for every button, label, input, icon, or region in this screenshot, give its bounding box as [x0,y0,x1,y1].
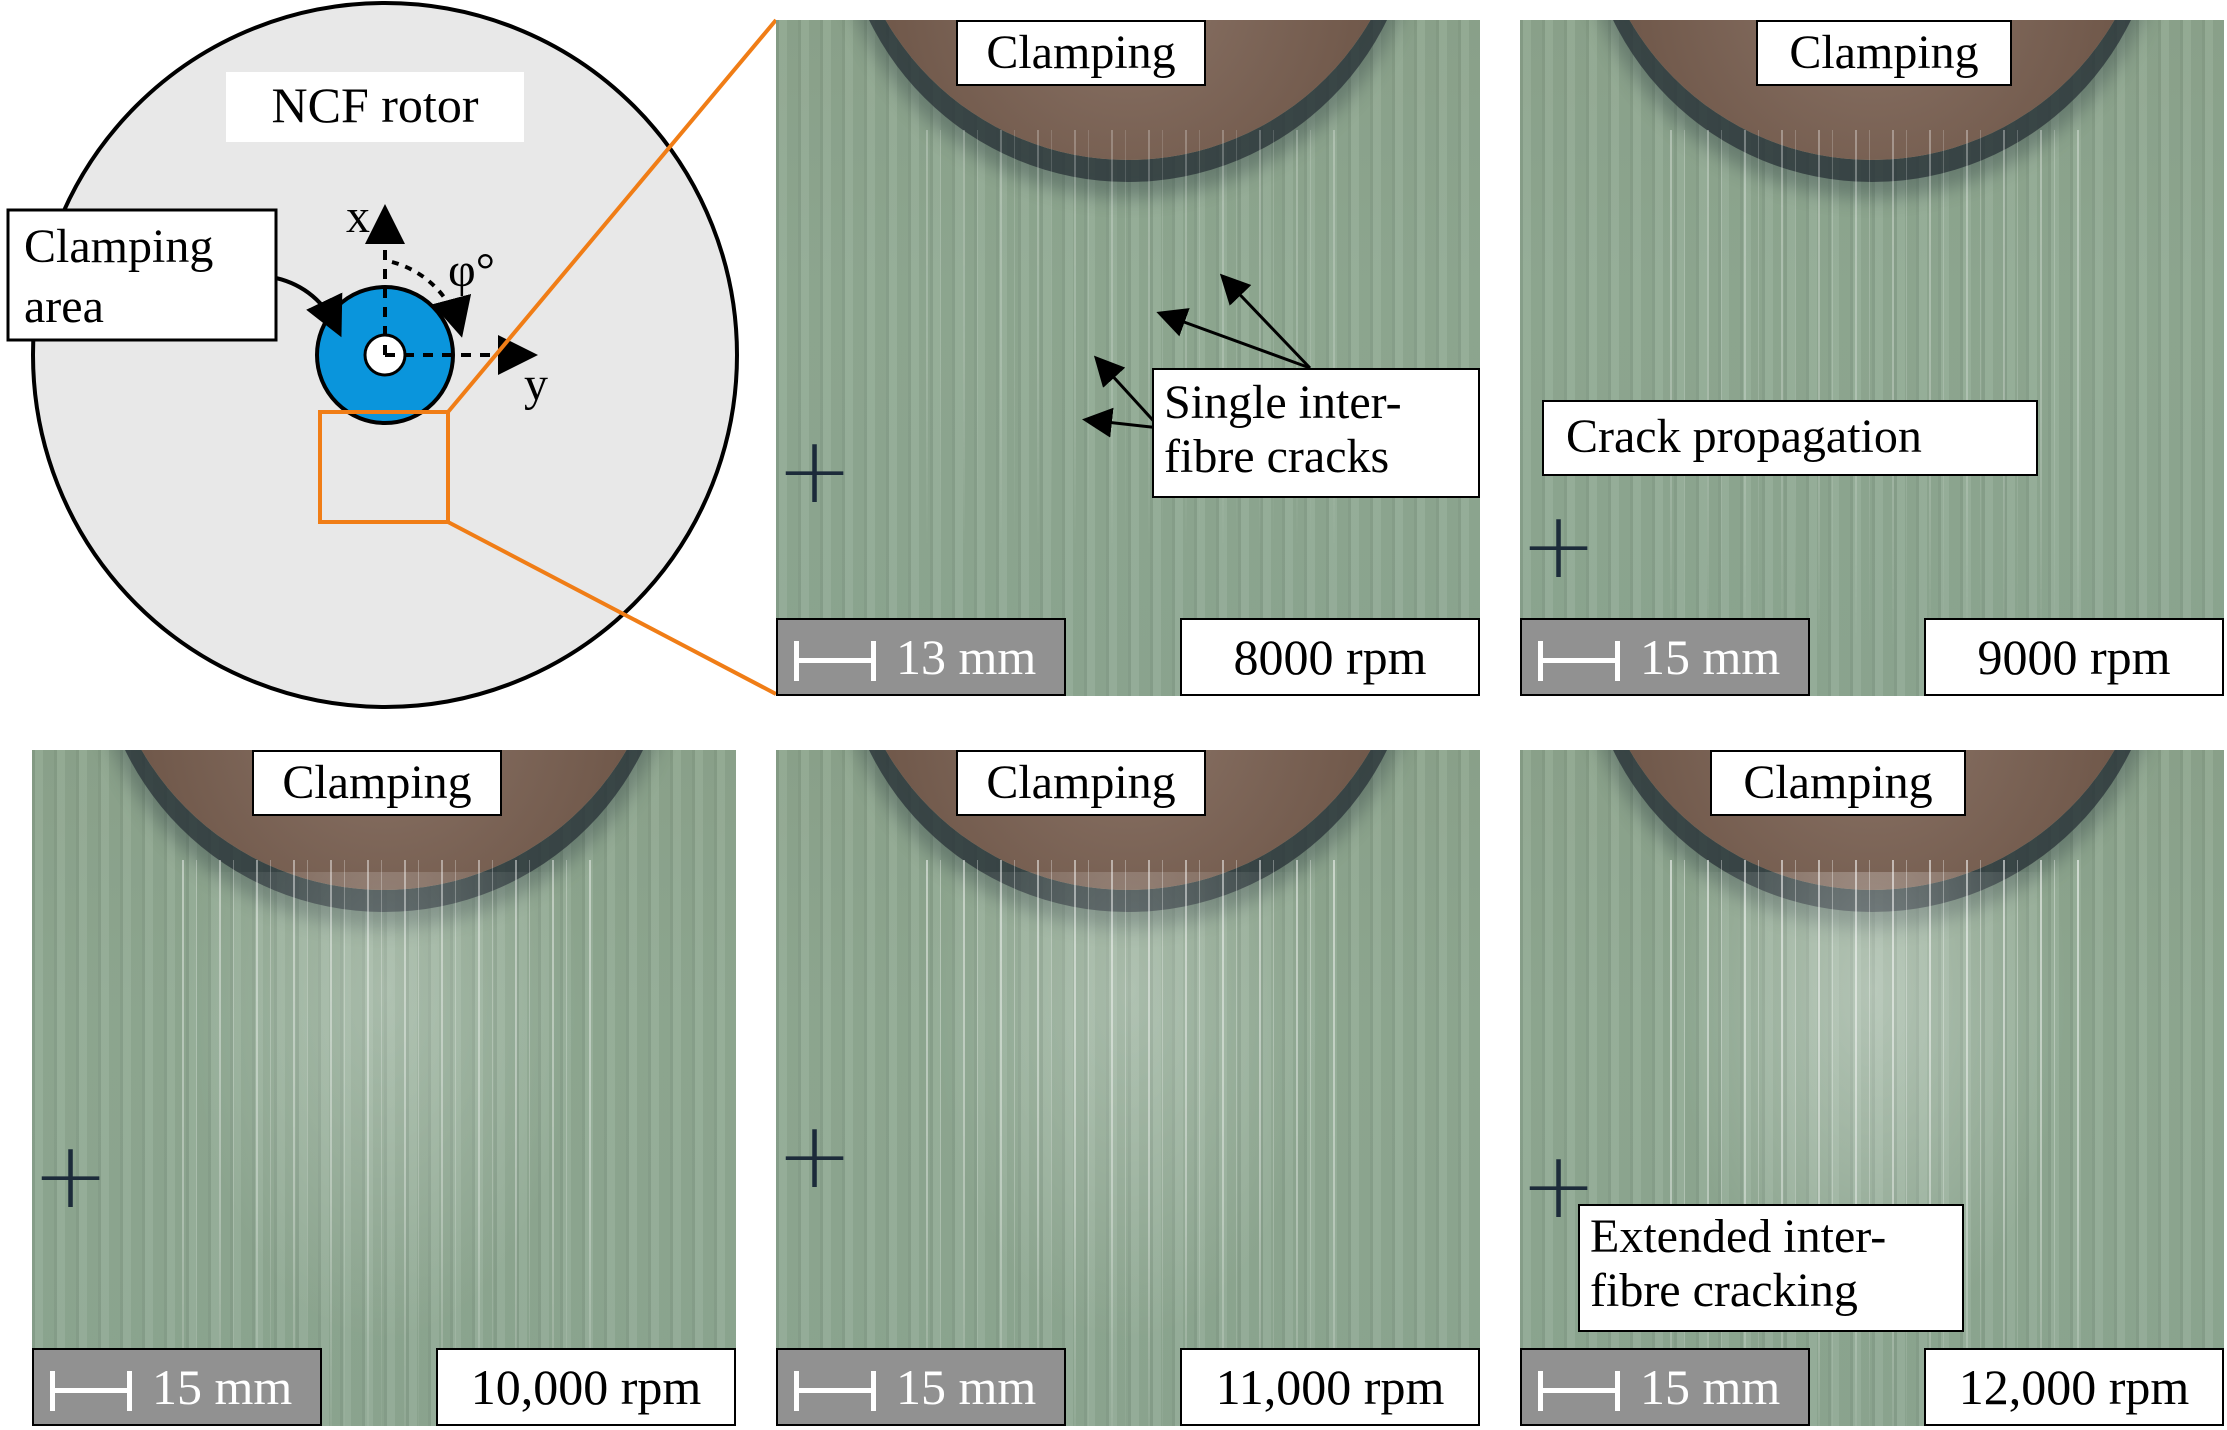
clamping-area-label: Clamping area [24,220,225,333]
clamping-label: Clamping [1710,750,1966,816]
speed-label: 10,000 rpm [436,1348,736,1426]
scale-bar-icon [794,1371,876,1411]
crack-lines [1660,130,2084,650]
speed-label: 12,000 rpm [1924,1348,2224,1426]
y-axis-label: y [524,358,548,411]
photo-panel-8000rpm: + Clamping Single inter- fibre cracks 13… [776,20,1480,696]
clamping-area-label-box [6,208,278,342]
speed-label: 9000 rpm [1924,618,2224,696]
clamping-pointer [275,276,343,338]
rotor-schematic: NCF rotor x y φ° Clamping area [6,1,739,709]
x-axis-label: x [346,190,370,243]
photo-panel-9000rpm: + Clamping Crack propagation 15 mm 9000 … [1520,20,2224,696]
crack-lines [916,860,1340,1426]
annotation-line2: fibre cracking [1590,1263,1858,1317]
crack-lines [1660,860,2084,1426]
crack-arrow-1 [1219,273,1312,370]
cross-mark: + [32,1122,110,1229]
cross-mark: + [1520,492,1598,599]
scale-value: 15 mm [1640,1359,1781,1415]
cross-mark: + [776,417,854,524]
clamping-label: Clamping [956,750,1206,816]
rotor-label: NCF rotor [272,77,479,133]
clamping-label: Clamping [956,20,1206,86]
scale-bar: 13 mm [776,618,1066,696]
scale-value: 15 mm [1640,629,1781,685]
crack-arrow-2 [1156,308,1311,370]
scale-bar: 15 mm [1520,1348,1810,1426]
annotation-line1: Extended inter- [1590,1210,1887,1263]
crack-arrows [1082,273,1312,438]
annotation-crack-propagation: Crack propagation [1542,400,2038,476]
annotation-line2: fibre cracks [1164,429,1390,483]
speed-label: 8000 rpm [1180,618,1480,696]
scale-bar: 15 mm [1520,618,1810,696]
scale-bar-icon [1538,1371,1620,1411]
clamping-label: Clamping [252,750,502,816]
photo-panel-11000rpm: + Clamping 15 mm 11,000 rpm [776,750,1480,1426]
annotation-extended-cracking: Extended inter- fibre cracking [1578,1204,1964,1332]
cross-mark: + [776,1102,854,1209]
highlight-region [318,410,450,524]
scale-bar-icon [50,1371,132,1411]
scale-value: 15 mm [152,1359,293,1415]
scale-bar-icon [1538,641,1620,681]
scale-value: 15 mm [896,1359,1037,1415]
crack-haze [930,871,1326,1345]
annotation-single-cracks: Single inter- fibre cracks [1152,368,1480,498]
photo-panel-10000rpm: + Clamping 15 mm 10,000 rpm [32,750,736,1426]
clamping-area-label-line1: Clamping [24,220,213,273]
scale-bar: 15 mm [776,1348,1066,1426]
crack-arrow-3 [1093,355,1162,430]
clamping-area-label-line2: area [24,280,104,333]
scale-value: 13 mm [896,629,1037,685]
scale-bar-icon [794,641,876,681]
annotation-line1: Single inter- [1164,376,1402,429]
photo-panel-12000rpm: + Clamping Extended inter- fibre crackin… [1520,750,2224,1426]
crack-lines [172,860,596,1426]
crack-haze [186,871,582,1345]
crack-arrow-4 [1082,407,1161,438]
clamping-label: Clamping [1756,20,2012,86]
scale-bar: 15 mm [32,1348,322,1426]
angle-label: φ° [448,244,495,297]
speed-label: 11,000 rpm [1180,1348,1480,1426]
